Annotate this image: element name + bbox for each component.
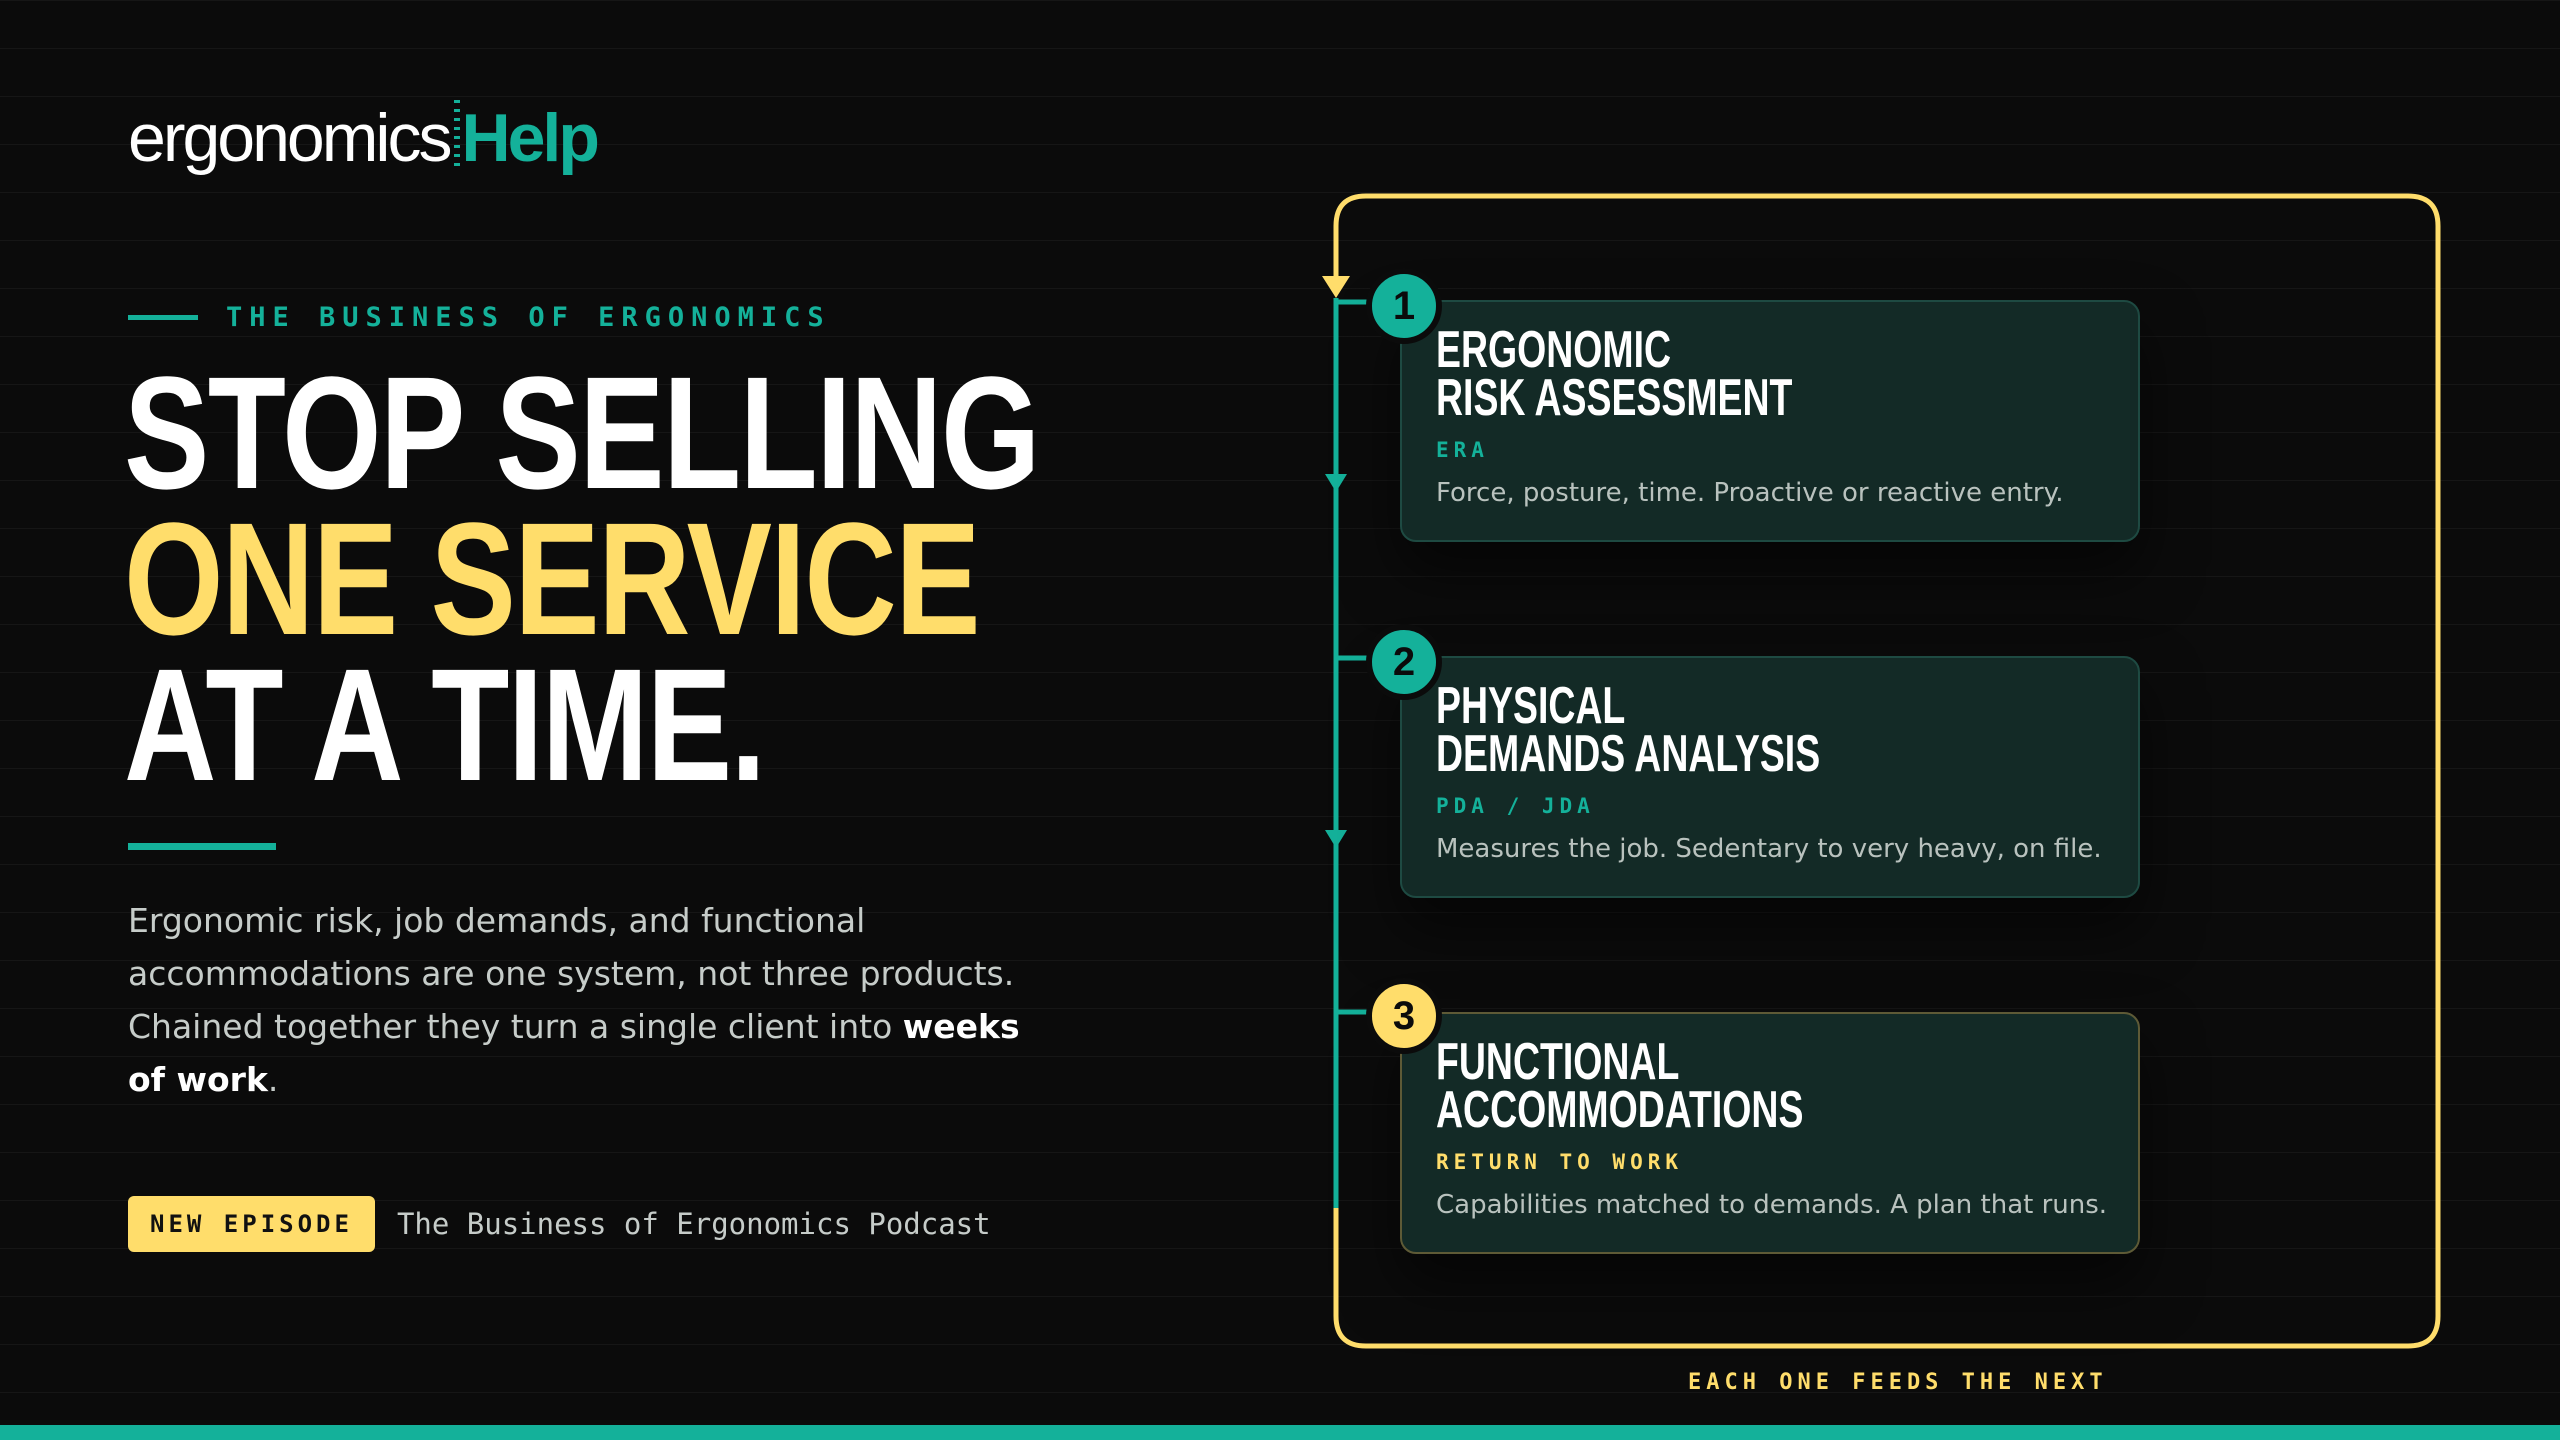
step-number-1: 1 [1366, 268, 1442, 344]
loop-caption: EACH ONE FEEDS THE NEXT [1688, 1370, 2108, 1395]
card-title: FUNCTIONAL ACCOMMODATIONS [1436, 1033, 1804, 1139]
headline-line-3: AT A TIME. [124, 635, 766, 814]
flow-arrow-1-icon [1325, 474, 1347, 492]
body-period: . [267, 1060, 279, 1099]
card-description: Force, posture, time. Proactive or react… [1436, 478, 2064, 508]
logo-wordmark-main: ergonomics [128, 100, 452, 176]
card-title-line-2: DEMANDS ANALYSIS [1436, 725, 1821, 783]
card-title-line-1: FUNCTIONAL [1436, 1033, 1680, 1091]
brand-logo: ergonomics Help [128, 82, 600, 176]
card-tag: RETURN TO WORK [1436, 1150, 1684, 1174]
episode-row: NEW EPISODE The Business of Ergonomics P… [128, 1196, 991, 1252]
card-description: Measures the job. Sedentary to very heav… [1436, 834, 2102, 864]
podcast-name: The Business of Ergonomics Podcast [396, 1207, 991, 1241]
card-tag: PDA / JDA [1436, 794, 1595, 818]
step-number-2: 2 [1366, 624, 1442, 700]
feedback-loop-line [1333, 193, 2441, 1349]
body-text: Ergonomic risk, job demands, and functio… [128, 901, 1015, 1046]
card-tag: ERA [1436, 438, 1489, 462]
body-emphasis: weeks of work [128, 1007, 1020, 1099]
card-title-line-2: RISK ASSESSMENT [1436, 369, 1793, 427]
step-card-pda: PHYSICAL DEMANDS ANALYSIS PDA / JDA Meas… [1400, 656, 2140, 898]
flow-arrow-2-icon [1325, 830, 1347, 848]
bottom-accent-bar [0, 1425, 2560, 1440]
step-card-era: ERGONOMIC RISK ASSESSMENT ERA Force, pos… [1400, 300, 2140, 542]
card-title: ERGONOMIC RISK ASSESSMENT [1436, 321, 1793, 427]
eyebrow: THE BUSINESS OF ERGONOMICS [128, 302, 831, 333]
loop-arrowhead-icon [1322, 276, 1350, 298]
headline-line-2: ONE SERVICE [124, 489, 981, 668]
eyebrow-rule [128, 315, 198, 320]
card-title-line-1: PHYSICAL [1436, 677, 1626, 735]
step-number-3: 3 [1366, 978, 1442, 1054]
logo-wordmark-accent: Help [461, 100, 600, 176]
ruler-icon [453, 100, 460, 166]
body-paragraph: Ergonomic risk, job demands, and functio… [128, 894, 1068, 1106]
new-episode-badge: NEW EPISODE [128, 1196, 375, 1252]
card-title-line-1: ERGONOMIC [1436, 321, 1672, 379]
eyebrow-text: THE BUSINESS OF ERGONOMICS [226, 302, 831, 333]
headline-underline [128, 843, 276, 850]
headline-line-1: STOP SELLING [124, 343, 1041, 522]
headline: STOP SELLING ONE SERVICE AT A TIME. [124, 343, 1041, 814]
card-title: PHYSICAL DEMANDS ANALYSIS [1436, 677, 1821, 783]
card-description: Capabilities matched to demands. A plan … [1436, 1190, 2108, 1220]
step-card-accommodations: FUNCTIONAL ACCOMMODATIONS RETURN TO WORK… [1400, 1012, 2140, 1254]
card-title-line-2: ACCOMMODATIONS [1436, 1081, 1804, 1139]
